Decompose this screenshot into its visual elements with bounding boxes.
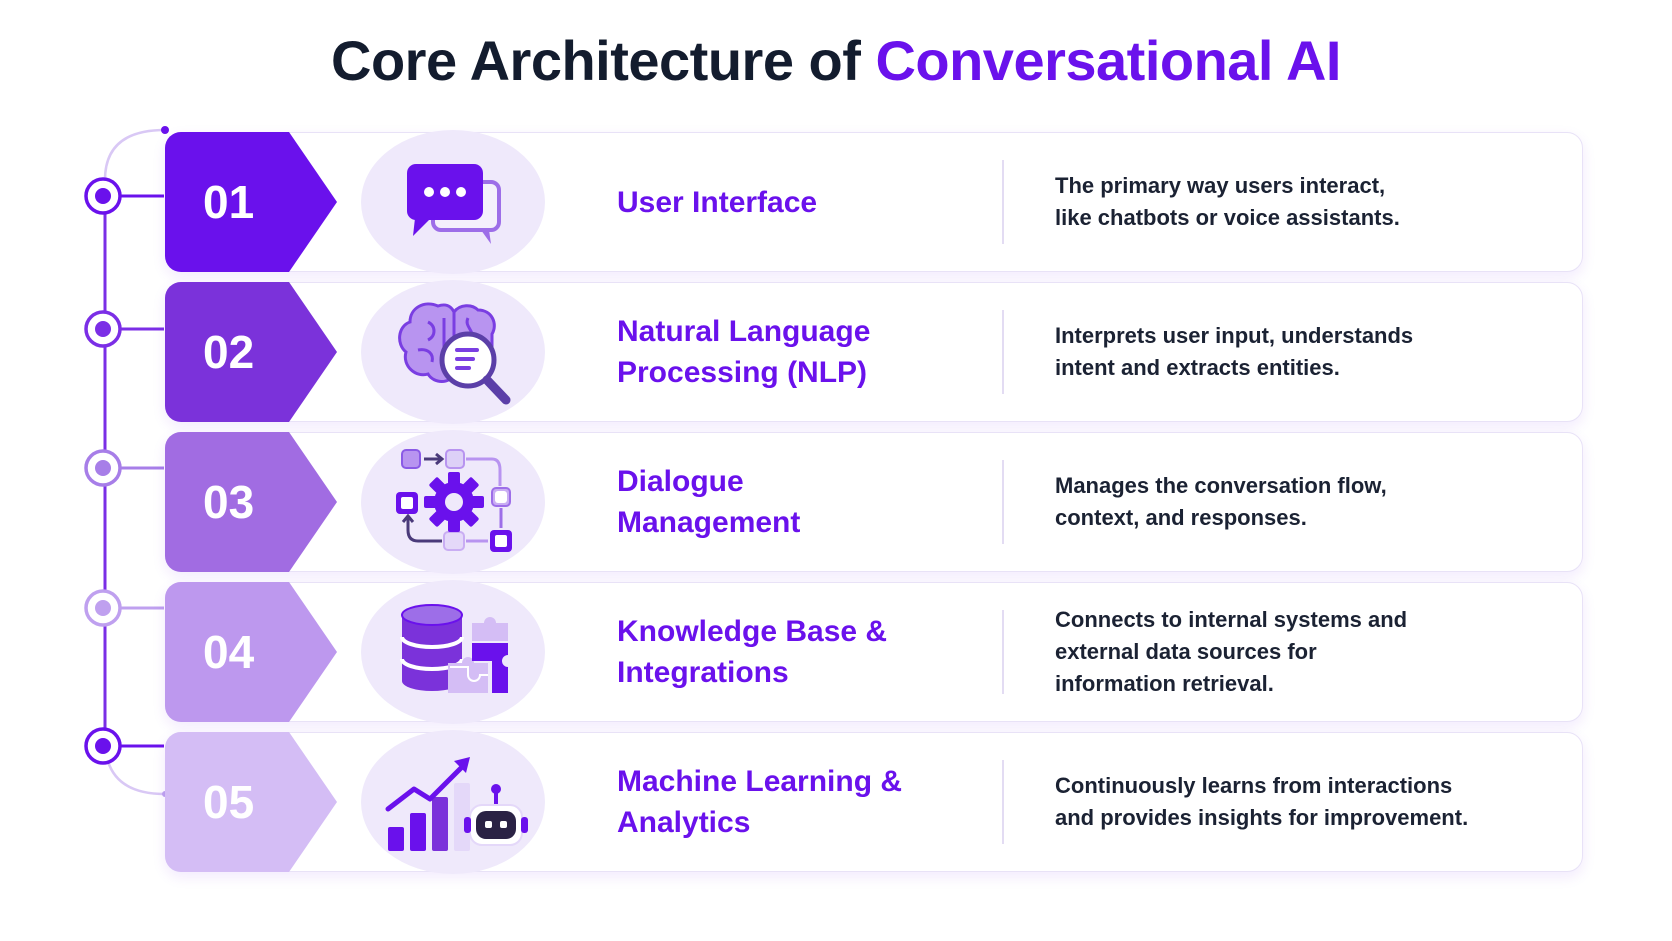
desc-line: information retrieval. [1055,671,1274,696]
timeline-node-5 [84,727,164,765]
page-title: Core Architecture of Conversational AI [0,28,1672,93]
divider [1002,160,1004,244]
divider [1002,460,1004,544]
step-description: Continuously learns from interactions an… [1055,732,1555,872]
step-description: Connects to internal systems and externa… [1055,582,1555,722]
desc-line: Continuously learns from interactions [1055,773,1453,798]
chart-robot-icon [385,757,528,851]
icon-bubble [361,280,545,424]
step-title-line: Processing (NLP) [617,356,868,389]
step-row-5: 05 Machine Learning & Analytics Continuo… [165,730,1583,874]
desc-line: external data sources for [1055,639,1317,664]
title-highlight: Conversational AI [875,29,1341,92]
step-row-1: 01 User Interface The primary way users … [165,130,1583,274]
divider [1002,310,1004,394]
step-title: Machine Learning & Analytics [617,732,1017,872]
timeline-node-1 [84,177,164,215]
step-title-line: Knowledge Base & [617,615,888,648]
desc-line: and provides insights for improvement. [1055,805,1469,830]
step-row-4: 04 Knowledge Base & Integrations Connect… [165,580,1583,724]
divider [1002,760,1004,844]
timeline-node-4 [84,589,164,627]
step-title-line: Machine Learning & [617,765,903,798]
desc-line: The primary way users interact, [1055,173,1386,198]
step-title-line: Analytics [617,806,751,839]
desc-line: Connects to internal systems and [1055,607,1408,632]
desc-line: Manages the conversation flow, [1055,473,1387,498]
database-puzzle-icon [400,604,508,693]
step-title-line: Management [617,506,801,539]
title-prefix: Core Architecture of [331,29,861,92]
step-description: Manages the conversation flow, context, … [1055,432,1555,572]
desc-line: Interprets user input, understands [1055,323,1414,348]
icon-bubble [361,130,545,274]
divider [1002,610,1004,694]
step-title-line: User Interface [617,185,818,219]
step-title: Dialogue Management [617,432,1017,572]
step-title: User Interface [617,132,1017,272]
step-row-2: 02 Natural Language Processing (NLP) Int… [165,280,1583,424]
timeline-node-2 [84,310,164,348]
desc-line: intent and extracts entities. [1055,355,1340,380]
step-row-3: 03 [165,430,1583,574]
chat-bubbles-icon [407,164,501,244]
timeline-connector [84,126,169,797]
icon-bubble [361,730,545,874]
desc-line: like chatbots or voice assistants. [1055,205,1400,230]
step-title-line: Dialogue [617,465,744,498]
gear-flow-icon [396,449,512,552]
step-description: The primary way users interact, like cha… [1055,132,1555,272]
icon-bubble [361,580,545,724]
brain-magnifier-icon [398,302,511,405]
step-description: Interprets user input, understands inten… [1055,282,1555,422]
desc-line: context, and responses. [1055,505,1307,530]
step-title: Natural Language Processing (NLP) [617,282,1017,422]
timeline-node-3 [84,449,164,487]
step-title: Knowledge Base & Integrations [617,582,1017,722]
icon-bubble [361,430,545,574]
step-title-line: Natural Language [617,315,871,348]
step-title-line: Integrations [617,656,789,689]
